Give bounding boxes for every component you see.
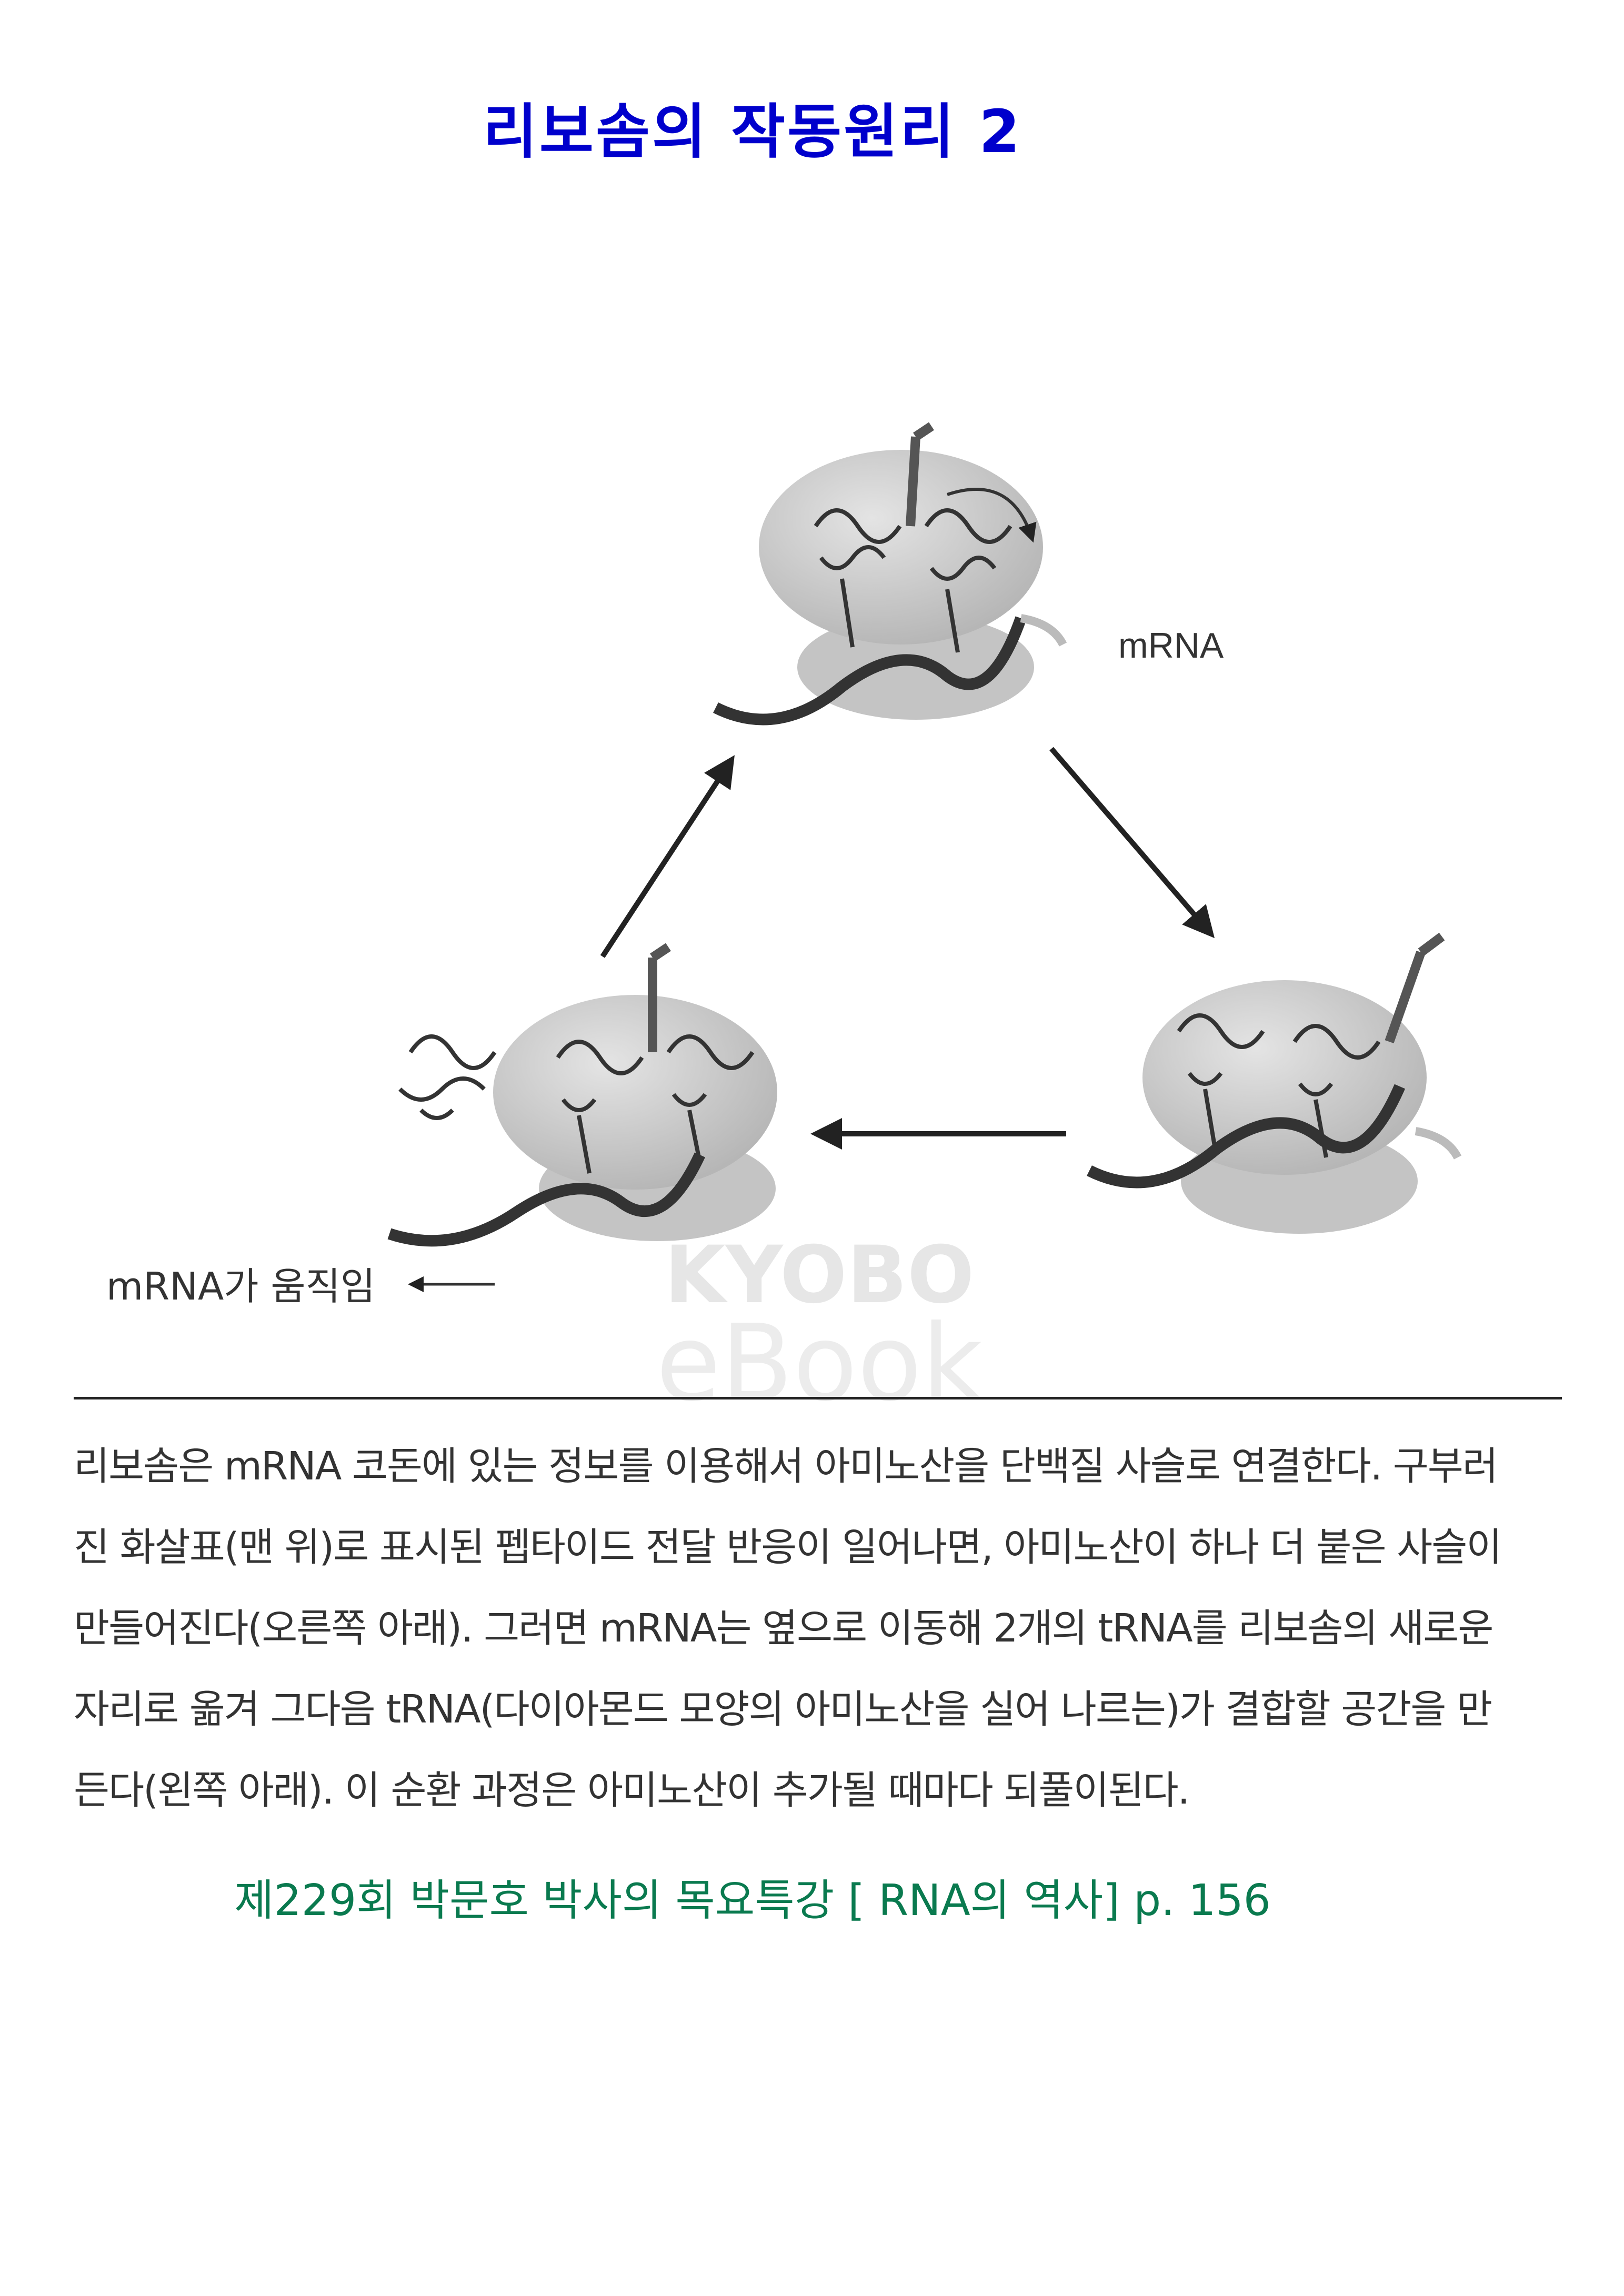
cycle-arrow-up <box>600 755 735 958</box>
caption-line: 진 화살표(맨 위)로 표시된 펩타이드 전달 반응이 일어나면, 아미노산이 … <box>74 1525 1502 1570</box>
caption-line: 만들어진다(오른쪽 아래). 그러면 mRNA는 옆으로 이동해 2개의 tRN… <box>74 1606 1493 1651</box>
ribosome-top <box>713 422 1067 726</box>
ribosome-left <box>387 943 777 1247</box>
caption-line: 자리로 옮겨 그다음 tRNA(다이아몬드 모양의 아미노산을 실어 나르는)가… <box>74 1687 1492 1732</box>
ribosome-cycle-diagram: KYOBO eBook mRNA mRNA가 움직임 <box>106 422 1462 1421</box>
watermark-kyobo: KYOBO <box>665 1230 975 1321</box>
mrna-label: mRNA <box>1118 626 1224 666</box>
cycle-arrow-down-right <box>1049 747 1215 939</box>
ribosome-right <box>1087 932 1462 1234</box>
watermark-ebook: eBook <box>656 1302 983 1421</box>
mrna-moves-label: mRNA가 움직임 <box>106 1264 375 1308</box>
citation: 제229회 박문호 박사의 목요특강 [ RNA의 역사] p. 156 <box>234 1876 1271 1926</box>
divider <box>74 1397 1562 1399</box>
caption-line: 리보솜은 mRNA 코돈에 있는 정보를 이용해서 아미노산을 단백질 사슬로 … <box>74 1444 1498 1489</box>
page-title: 리보솜의 작동원리 2 <box>483 98 1022 166</box>
caption-line: 든다(왼쪽 아래). 이 순환 과정은 아미노산이 추가될 때마다 되풀이된다. <box>74 1768 1190 1813</box>
caption-paragraph: 리보솜은 mRNA 코돈에 있는 정보를 이용해서 아미노산을 단백질 사슬로 … <box>74 1426 1573 1831</box>
